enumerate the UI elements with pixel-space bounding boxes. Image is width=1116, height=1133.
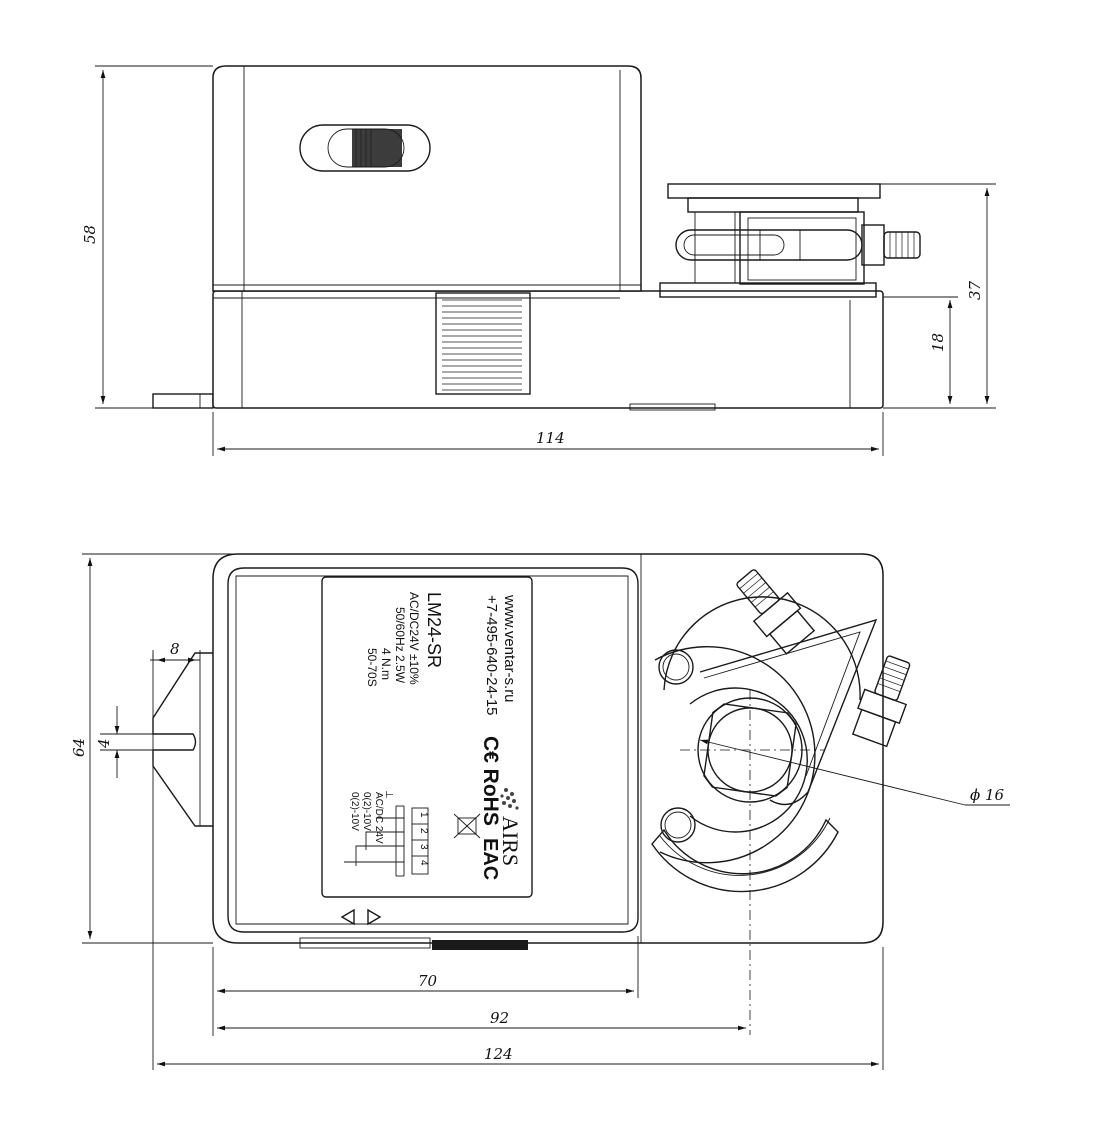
side-view: 58 114 37 18 [81, 65, 996, 456]
side-grille [442, 299, 522, 391]
top-mount-clamp [152, 652, 213, 827]
wiring-supply: AC/DC 24V [373, 792, 384, 844]
wiring-input: 0(2)-10V [361, 792, 372, 831]
side-shaft-clamp [659, 183, 921, 298]
side-cover [212, 65, 642, 292]
top-view: www.ventar-s.ru +7-495-640-24-15 LM24-SR… [70, 553, 1010, 1070]
terminal-1: 1 [418, 812, 429, 818]
side-grille-frame [435, 292, 531, 395]
label-spec-4: 50-70S [365, 648, 379, 687]
airs-logo: AIRS [498, 788, 523, 866]
top-cover [227, 567, 639, 933]
dim-side-length: 114 [536, 429, 565, 447]
dim-shaft-diameter: ϕ 16 [970, 786, 1005, 804]
dim-top-width: 64 [70, 738, 88, 757]
wiring-diagram: 1 2 3 4 ⊥ AC/DC 24V 0(2)-10V 0(2)-10V [344, 790, 429, 877]
wiring-feedback: 0(2)-10V [349, 792, 360, 831]
terminal-2: 2 [418, 828, 429, 834]
wiring-ground: ⊥ [383, 790, 394, 799]
terminal-4: 4 [418, 860, 429, 866]
dim-top-124: 124 [484, 1045, 513, 1063]
dim-side-base-height: 18 [929, 333, 947, 352]
dim-top-slot: 4 [95, 738, 113, 749]
direction-ccw-icon [340, 908, 355, 926]
label-brand: AIRS [498, 816, 523, 866]
dim-top-92: 92 [490, 1009, 509, 1027]
product-label [321, 576, 533, 898]
side-dimensions [95, 65, 996, 456]
terminal-3: 3 [418, 844, 429, 850]
label-spec-2: 50/60Hz 2.5W [393, 607, 407, 684]
label-model: LM24-SR [424, 592, 444, 668]
label-cert: C€ RoHS [479, 736, 502, 826]
dim-side-shaft-height: 37 [966, 280, 984, 300]
top-dimensions [82, 553, 1010, 1070]
direction-cw-icon [367, 908, 382, 926]
label-phone: +7-495-640-24-15 [483, 595, 500, 716]
dim-side-height: 58 [81, 225, 99, 244]
label-website: www.ventar-s.ru [501, 594, 518, 703]
weee-bin-icon [453, 813, 481, 839]
label-eac: EAC [479, 838, 501, 880]
label-spec-3: 4 N.m [379, 648, 393, 680]
dim-top-clamp: 8 [170, 640, 180, 658]
side-mount-tab [152, 393, 214, 409]
dim-top-70: 70 [418, 972, 438, 990]
top-shaft-assembly [651, 569, 911, 1035]
label-spec-1: AC/DC24V ±10% [407, 592, 421, 685]
side-release-switch [299, 124, 431, 172]
side-base [212, 290, 884, 409]
top-body [212, 553, 884, 944]
